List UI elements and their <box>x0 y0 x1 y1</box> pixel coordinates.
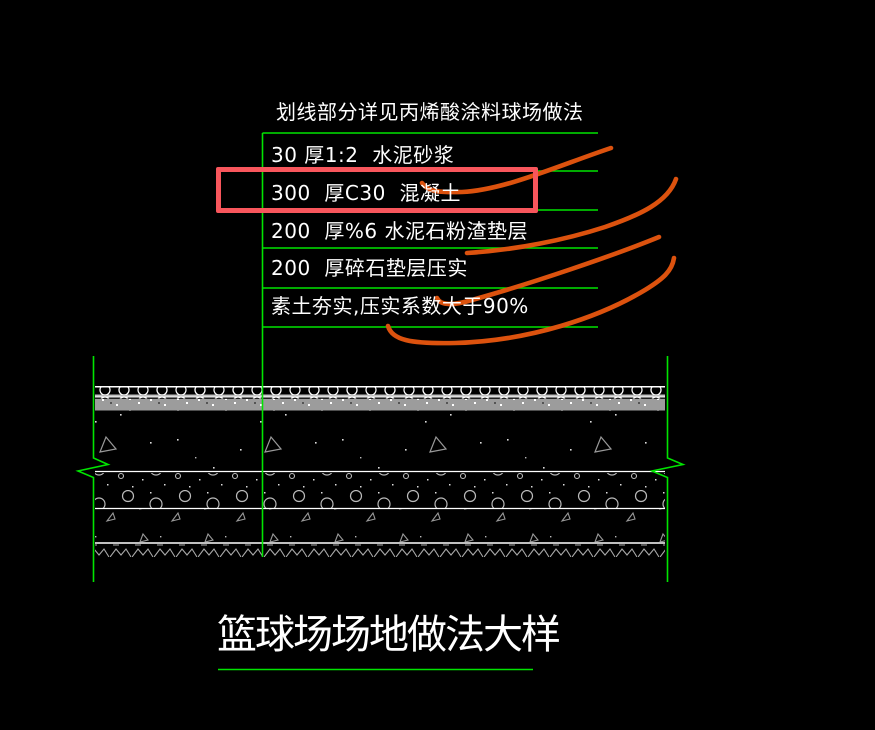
layer-cement-stone-cushion <box>95 473 665 508</box>
annotation-curves <box>385 145 679 346</box>
spec-row-label: 200 厚%6 水泥石粉渣垫层 <box>271 219 528 243</box>
section-border-right <box>649 356 686 582</box>
section-border-left <box>75 356 111 582</box>
highlight-box <box>216 167 538 213</box>
annotation-curve-2 <box>464 176 679 256</box>
layer-boundaries <box>95 386 665 544</box>
annotation-curve-4 <box>385 255 677 346</box>
annotation-curve-1 <box>419 145 614 195</box>
layer-chain-hatch <box>95 387 665 399</box>
layer-concrete <box>95 410 665 471</box>
note-text: 划线部分详见丙烯酸涂料球场做法 <box>276 100 584 124</box>
spec-row-label: 30 厚1:2 水泥砂浆 <box>271 143 455 167</box>
section-layers <box>95 387 665 557</box>
spec-row-label: 300 厚C30 混凝土 <box>271 181 462 205</box>
spec-row-label: 200 厚碎石垫层压实 <box>271 256 468 280</box>
layer-gravel-cushion <box>95 509 665 542</box>
section-title: 篮球场场地做法大样 <box>217 612 561 658</box>
layer-soil-hatch <box>95 544 665 557</box>
layer-gray-screed <box>95 398 665 411</box>
annotation-curve-3 <box>434 234 662 307</box>
spec-row-label: 素土夯实,压实系数大于90% <box>271 294 529 318</box>
